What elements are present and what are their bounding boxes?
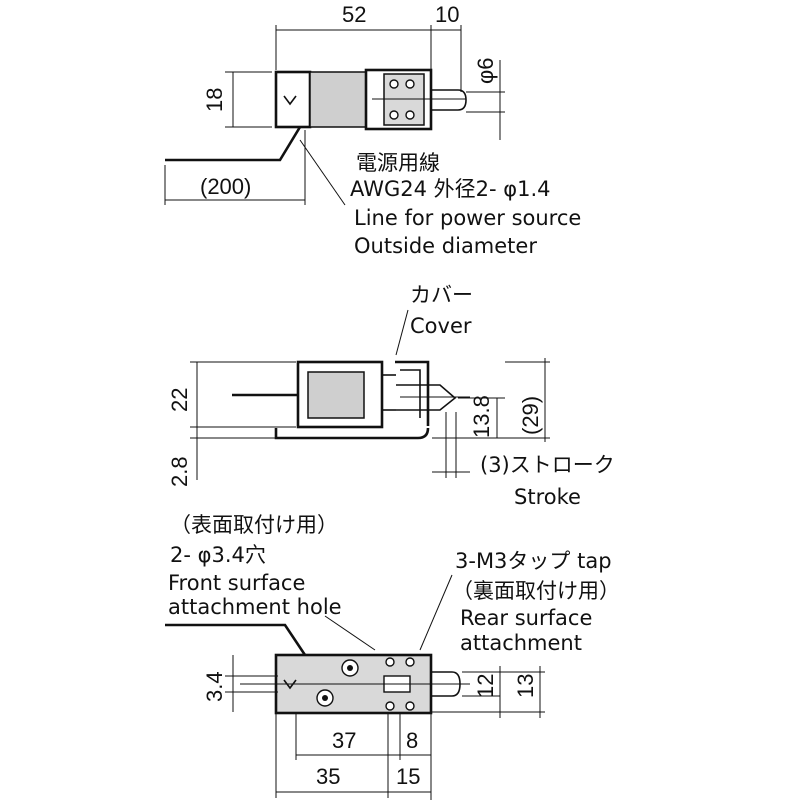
dim-lead-200: (200) <box>200 174 251 199</box>
dim-12: 12 <box>473 674 498 698</box>
stroke-label-en: Stroke <box>514 485 581 509</box>
lead-note-en2: Outside diameter <box>354 234 537 258</box>
front-hole-en1: Front surface <box>168 571 305 595</box>
dim-37: 37 <box>332 728 356 753</box>
front-hole-ja1: （表面取付け用） <box>170 513 338 537</box>
dim-plunger-10: 10 <box>435 2 459 27</box>
dim-height-18: 18 <box>202 88 227 112</box>
rear-label-ja: （裏面取付け用） <box>452 579 620 603</box>
front-hole-en2: attachment hole <box>168 595 342 619</box>
stroke-label-ja: (3)ストローク <box>480 453 615 477</box>
lead-note-en1: Line for power source <box>354 206 581 230</box>
dim-height-29: (29) <box>518 396 543 435</box>
cover-label-en: Cover <box>410 314 472 338</box>
dim-height-22: 22 <box>167 388 192 412</box>
cover-label-ja: カバー <box>410 283 473 307</box>
tap-label-ja: 3-M3タップ tap <box>455 549 612 573</box>
dim-15: 15 <box>396 764 420 789</box>
dim-13: 13 <box>513 674 538 698</box>
top-view: 52 10 φ6 18 (200) 電源用線 <box>164 2 581 258</box>
dim-diameter-6: φ6 <box>473 57 498 84</box>
dim-3-4: 3.4 <box>202 671 227 702</box>
rear-label-en2: attachment <box>460 631 582 655</box>
dim-8: 8 <box>406 728 418 753</box>
dim-width-52: 52 <box>342 2 366 27</box>
lead-note-awg: AWG24 外径2- φ1.4 <box>350 177 551 201</box>
front-hole-ja2: 2- φ3.4穴 <box>170 543 266 567</box>
rear-label-en1: Rear surface <box>460 606 592 630</box>
side-view: カバー Cover 22 2.8 13.8 <box>167 283 615 509</box>
bottom-view: （表面取付け用） 2- φ3.4穴 Front surface attachme… <box>165 513 620 800</box>
lead-note-ja: 電源用線 <box>356 151 440 175</box>
dim-35: 35 <box>316 764 340 789</box>
dim-height-13-8: 13.8 <box>469 395 494 438</box>
dim-base-2-8: 2.8 <box>167 456 192 487</box>
